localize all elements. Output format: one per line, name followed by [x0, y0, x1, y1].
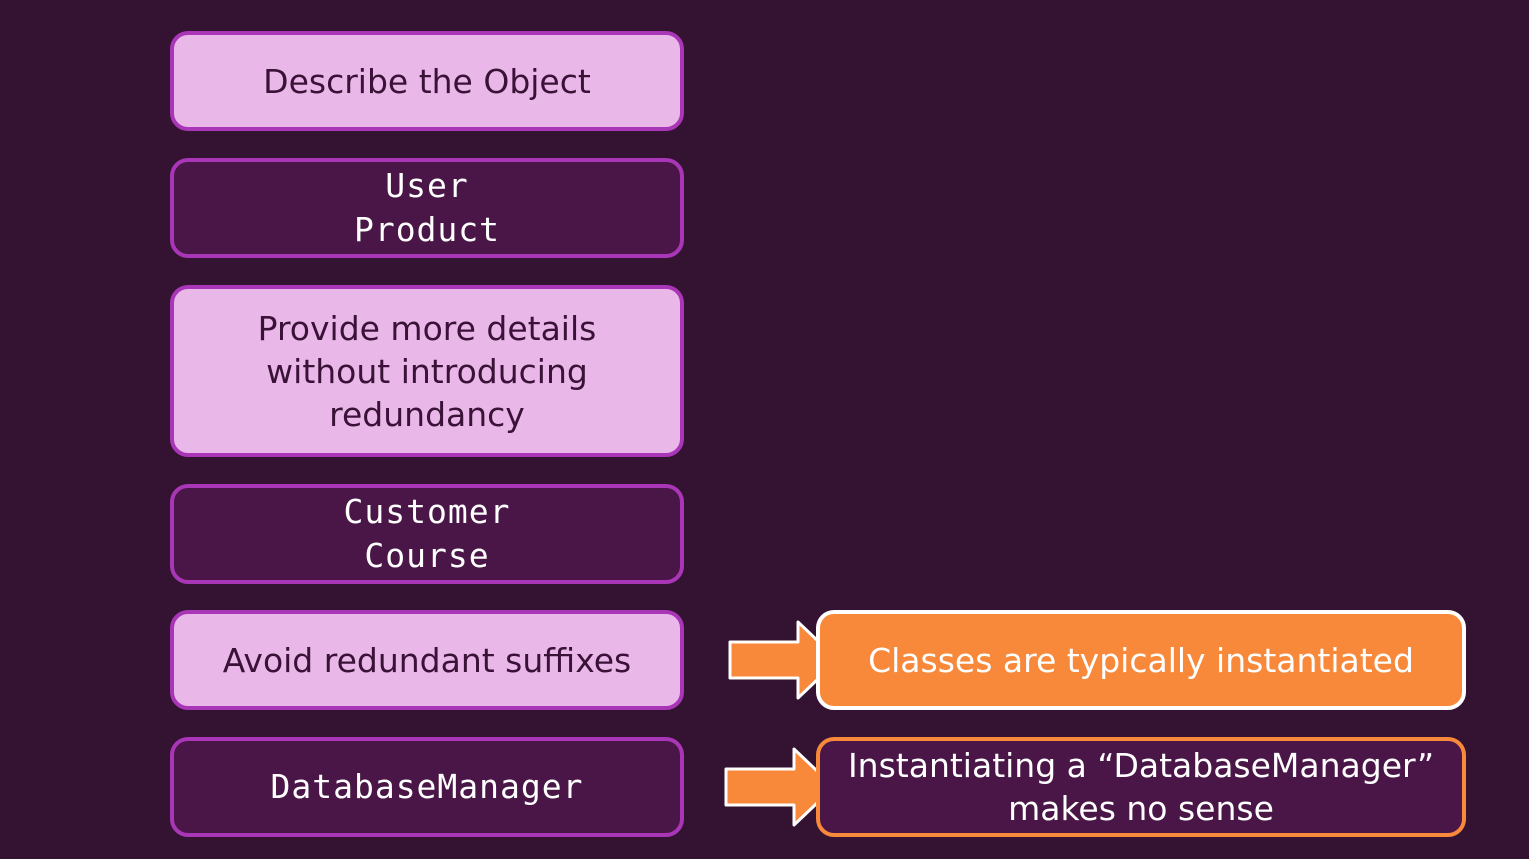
database-manager-box: DatabaseManager	[170, 737, 684, 837]
avoid-suffixes-label: Avoid redundant suffixes	[222, 640, 632, 680]
database-manager-note: Instantiating a “DatabaseManager” makes …	[816, 737, 1466, 837]
classes-instantiated-label: Classes are typically instantiated	[868, 640, 1414, 680]
arrow-right-icon	[724, 747, 836, 827]
provide-details-box: Provide more details without introducing…	[170, 285, 684, 457]
customer-course-example-box: Customer Course	[170, 484, 684, 584]
describe-object-box: Describe the Object	[170, 31, 684, 131]
database-manager-label: DatabaseManager	[270, 767, 584, 806]
user-product-label: User Product	[353, 166, 501, 249]
customer-course-label: Customer Course	[343, 492, 511, 575]
database-manager-note-label: Instantiating a “DatabaseManager” makes …	[847, 746, 1435, 828]
describe-object-label: Describe the Object	[263, 61, 591, 101]
classes-instantiated-note: Classes are typically instantiated	[816, 610, 1466, 710]
user-product-example-box: User Product	[170, 158, 684, 258]
avoid-suffixes-box: Avoid redundant suffixes	[170, 610, 684, 710]
provide-details-label: Provide more details without introducing…	[257, 308, 597, 434]
